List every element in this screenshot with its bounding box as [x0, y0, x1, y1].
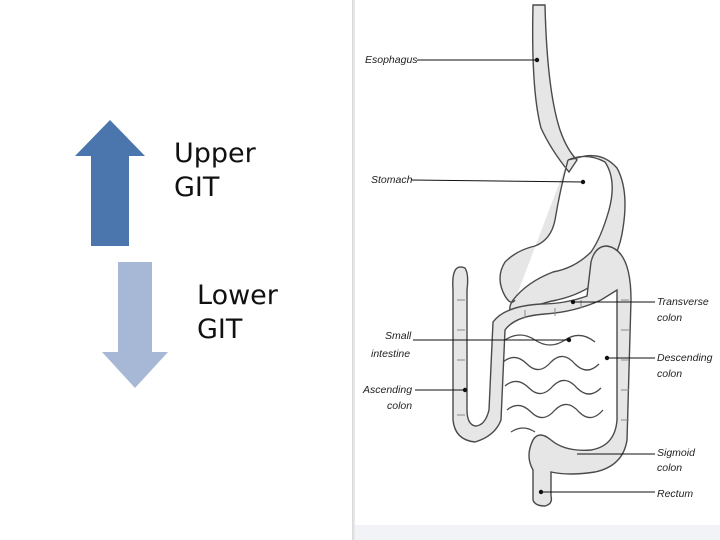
label-stomach: Stomach: [371, 174, 413, 186]
label-esophagus: Esophagus: [365, 54, 418, 66]
lower-git-label: Lower GIT: [197, 280, 278, 345]
esophagus-shape: [531, 4, 578, 174]
leader-lines: [410, 59, 655, 493]
upper-git-label: Upper GIT: [174, 138, 256, 203]
leader-dots: [462, 57, 610, 495]
digestive-system-diagram: Esophagus Stomach Small intestine Ascend…: [355, 0, 720, 540]
small-intestine-coils: [502, 334, 604, 433]
label-rectum: Rectum: [657, 488, 693, 500]
label-small-intestine-2: intestine: [371, 348, 410, 360]
label-sigmoid-2: colon: [657, 462, 682, 474]
colon-haustra: [457, 299, 629, 421]
down-arrow-icon: [102, 262, 168, 388]
label-descending-1: Descending: [657, 352, 713, 364]
up-arrow-icon: [75, 120, 145, 246]
large-intestine-shape: [452, 245, 632, 507]
label-ascending-1: Ascending: [362, 384, 412, 396]
label-transverse-1: Transverse: [657, 296, 709, 308]
label-sigmoid-1: Sigmoid: [657, 447, 696, 459]
label-small-intestine-1: Small: [385, 330, 412, 342]
label-ascending-2: colon: [387, 400, 412, 412]
label-descending-2: colon: [657, 368, 682, 380]
label-transverse-2: colon: [657, 312, 682, 324]
